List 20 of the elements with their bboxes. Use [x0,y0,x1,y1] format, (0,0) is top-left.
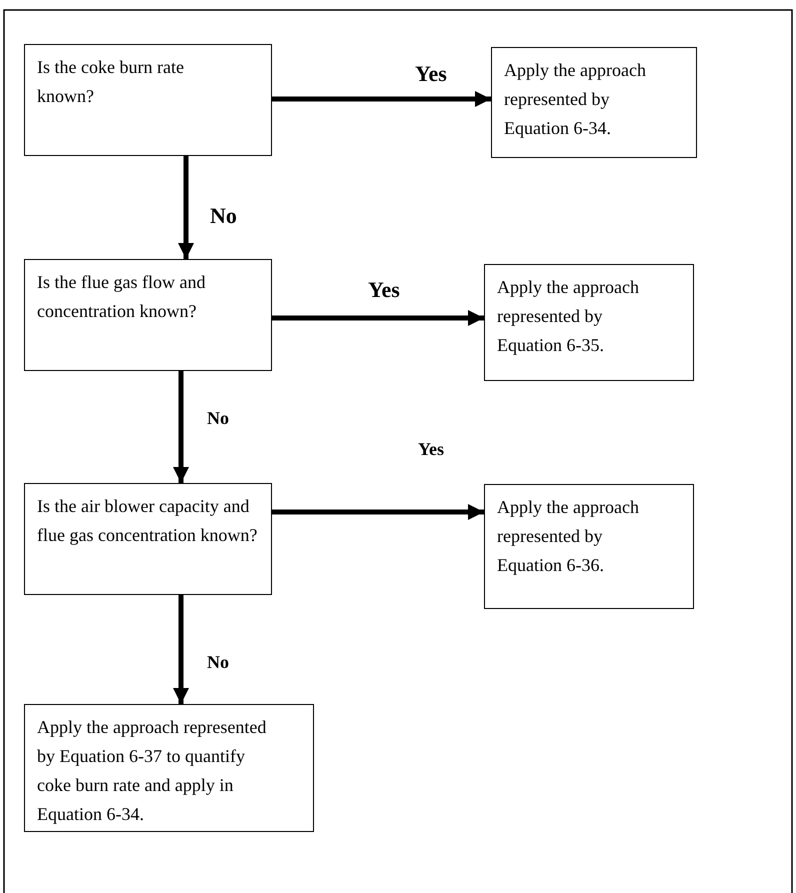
arrow [272,504,484,520]
box-text: Apply the approach represented by Equation 6-34. [504,59,647,140]
process-box [484,484,694,609]
arrow [173,595,189,704]
arrow [272,91,491,107]
box-text: Is the air blower capacity and flue gas concentration known? [37,495,258,547]
box-text: Apply the approach represented by Equation 6-37 to quantify coke burn rate and apply in Equation 6-34. [37,716,268,826]
box-text: Apply the approach represented by Equation 6-36. [497,496,640,577]
process-box [24,483,272,595]
box-text: Is the coke burn rate known? [37,56,185,108]
process-box [24,44,272,156]
process-box [24,259,272,371]
arrow [178,156,194,259]
box-text: Is the flue gas flow and concentration known? [37,271,206,323]
box-text: Apply the approach represented by Equation 6-35. [497,276,640,357]
arrow [272,310,484,326]
process-box [24,704,314,832]
arrow [173,371,189,483]
process-box [491,47,697,158]
process-box [484,264,694,381]
